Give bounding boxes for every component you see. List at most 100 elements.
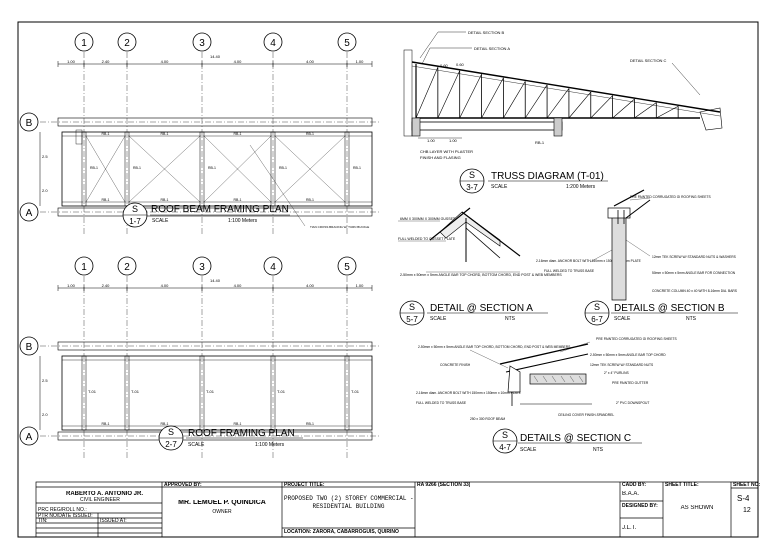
project-title-line-1: PROPOSED TWO (2) STOREY COMMERCIAL - [284,495,413,502]
roof-framing-plan-callout-top: S [168,427,174,437]
truss-diagram: DETAIL SECTION B DETAIL SECTION A DETAIL… [403,30,723,160]
top-chord [411,61,721,113]
grid-bubble-4 [263,32,283,52]
truss-label-5: T-01 [351,389,360,394]
roof-beam-plan-callout-top: S [132,204,138,214]
issued-label: ISSUED AT: [100,518,127,524]
project-title-label: PROJECT TITLE: [284,482,325,488]
detail-c-note-6: PRE PAINTED GUTTER [612,381,649,385]
designed-by-label: DESIGNED BY: [622,503,658,509]
beam-label-bot-1: RB-1 [161,198,169,202]
owner-name: MR. LEMUEL P. QUINDICA [178,500,266,506]
grid-label-4: 4 [270,262,276,273]
roof-framing-plan-title: S 2-7 ROOF FRAMING PLAN SCALE 1:100 Mete… [158,425,303,451]
detail-section-c: 2-50mm x 50mm x 5mm ANGLE BAR TOP CHORD,… [416,337,677,421]
grid-bubble-5 [337,256,357,276]
grid-bubble-1 [74,32,94,52]
frame-line-5 [344,131,350,207]
beam-label-col-4: RB-1 [279,166,287,170]
detail-a-callout-bottom: 5-7 [406,315,418,324]
truss-dim-1: 0.60 [456,62,465,67]
grid-bubble-3 [192,32,212,52]
beam-label-bot-0: RB-1 [102,198,110,202]
roof-framing-plan-scale-value: 1:100 Meters [255,442,285,448]
roof-beam-plan-scale-value: 1:100 Meters [228,218,258,224]
project-location: LOCATION: ZARORA, CABARROGUIS, QUIRINO [284,529,399,535]
frame-line-2 [124,355,130,431]
detail-b-note-3: 12mm TEK SCREW W/ STANDARD NUTS & WASHER… [652,255,737,259]
parapet-wall [403,49,413,137]
detail-c-note-0: 2-50mm x 50mm x 5mm ANGLE BAR TOP CHORD,… [418,345,571,349]
eave-bottom [57,207,373,217]
truss-chb-note-2: FINISH AND FLASING [420,155,461,160]
truss-scale-label: SCALE [491,184,508,190]
column-right [553,117,563,137]
truss-chb-note-1: CHB LAYER WITH PLASTER [420,149,473,154]
sheet-no-label: SHEET NO: [733,482,761,488]
row-bubble-a [19,426,39,446]
dim-top-5: 1.00 [356,59,365,64]
title-block-frame [35,481,759,538]
web-diagonal-3 [459,74,482,119]
truss-callout-top: S [469,170,475,180]
cross-brace-0-b [85,135,126,203]
cross-brace-2-b [203,135,272,203]
approved-by-label: APPROVED BY: [164,482,202,488]
detail-b-scale-value: NTS [686,316,697,322]
framing-beam-label-3: RB-1 [306,422,314,426]
prc-label: PRC REG/ROLL NO.: [38,507,87,513]
detail-c-note-5: CONCRETE FINISH [440,363,471,367]
sheet-no-value: S-4 [737,494,750,503]
truss-diagram-title: S 3-7 TRUSS DIAGRAM (T-01) SCALE 1:200 M… [459,168,608,194]
sheet-title-value: AS SHOWN [680,505,714,511]
column-detail [75,129,83,145]
beam-label-bot-2: RB-1 [234,198,242,202]
truss-label-detail-c: DETAIL SECTION C [630,58,667,63]
grid-label-2: 2 [124,262,130,273]
truss-beam-label: RB-1 [535,140,545,145]
detail-b-note-2: FULL WELDED TO TRUSS BASE [544,269,595,273]
truss-dim-3: 1.00 [449,138,458,143]
side-dim-0: 2.5 [42,154,48,159]
grid-label-5: 5 [344,38,350,49]
truss-title-text: TRUSS DIAGRAM (T-01) [491,171,604,182]
frame-line-3 [199,355,205,431]
roof-sheet-c [499,343,589,365]
detail-c-callout-top: S [502,430,508,440]
row-label-a: A [26,432,33,443]
cross-brace-1-b [128,135,201,203]
roof-beam-plan-scale-label: SCALE [152,218,169,224]
truss-label-2: T-01 [131,389,140,394]
grid-bubble-5 [337,32,357,52]
row-label-a: A [26,208,33,219]
detail-c-scale-label: SCALE [520,447,537,453]
top-chord-b2 [625,199,651,219]
owner-role: OWNER [212,509,232,515]
beam-label-col-3: RB-1 [208,166,216,170]
dim-total: 14.40 [210,54,221,59]
dim-top-1: 2.40 [102,59,111,64]
base-plate [607,207,631,219]
roof-beam-plan-callout-bottom: 1-7 [129,217,141,226]
web-diagonal-4 [481,77,504,119]
frame-line-4 [270,131,276,207]
engineer-name: RABERTO A. ANTONIO JR. [66,491,144,497]
beam-label-top-0: RB-1 [102,132,110,136]
truss-label-4: T-01 [277,389,286,394]
web-diagonal-1 [415,67,439,119]
frame-line-5 [344,355,350,431]
detail-a-note-0: 6MM X 300MM X 300MM GUSSET PLATE [400,217,467,221]
dim-top-3: 4.00 [234,283,243,288]
web-diagonal-12 [656,105,679,119]
detail-b-note-1: 2-16mm diam. ANCHOR BOLT WITH 150mm x 15… [536,259,642,263]
grid-bubble-3 [192,256,212,276]
framing-beam-label-1: RB-1 [161,422,169,426]
roof-sheet-b [613,189,645,207]
detail-a-note-2: 2-50mm x 50mm x 5mm ANGLE BAR TOP CHORD,… [400,273,562,277]
detail-c-note-7: 2-16mm diam. ANCHOR BOLT WITH 150mm x 15… [416,391,522,395]
beam-label-top-3: RB-1 [306,132,314,136]
truss-dim-2: 1.00 [427,138,436,143]
grid-bubble-2 [117,256,137,276]
concrete-column [611,215,627,301]
detail-section-b: PRE PAINTED CORRUGATED GI ROOFING SHEETS… [536,189,738,301]
